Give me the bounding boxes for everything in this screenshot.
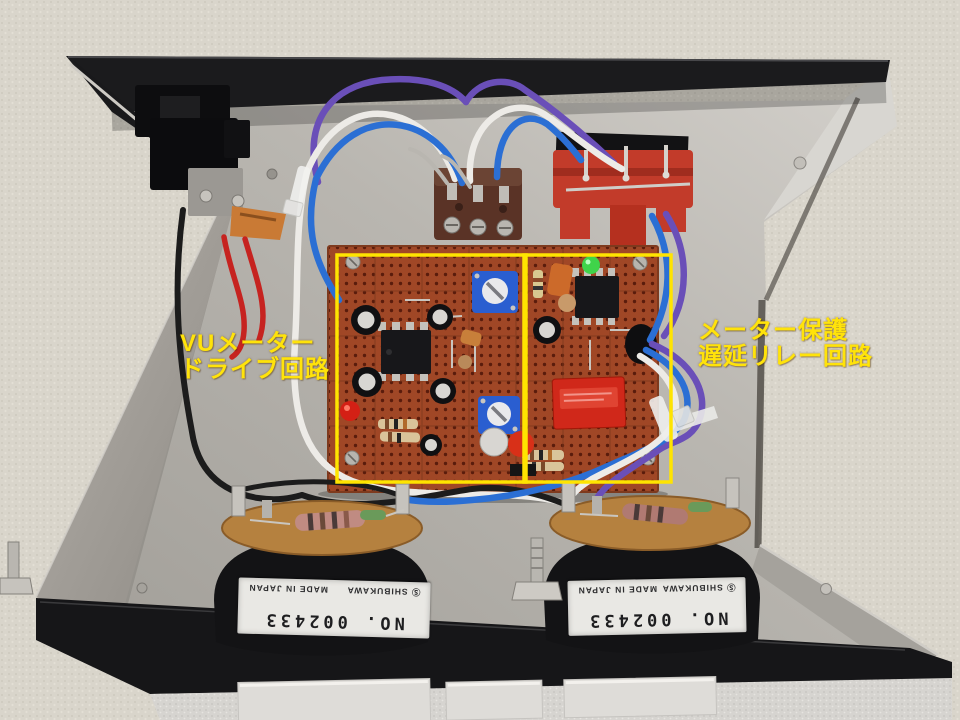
terminal-bolt: [231, 485, 246, 517]
meter-serial-number: NO. 002433: [262, 609, 406, 633]
blue-wire: [646, 212, 671, 344]
flange-screw: [136, 582, 148, 594]
ic-opamp-left: [378, 322, 431, 381]
lug: [592, 496, 602, 514]
meter-origin: MADE IN JAPAN: [248, 582, 329, 595]
purple-wire: [462, 78, 618, 167]
glass-diode: [360, 510, 386, 520]
relay-highlight-box: [522, 253, 673, 484]
meter-brand: Ⓢ SHIBUKAWA: [661, 582, 736, 594]
chassis-right-wall-edge: [754, 299, 766, 549]
red-wire: [221, 234, 247, 360]
front-edge-highlight: [39, 601, 906, 651]
red-capacitor: [508, 431, 534, 457]
terminal-bolt: [561, 481, 576, 513]
trimpot-upper: [472, 271, 518, 313]
blue-wire: [399, 346, 691, 506]
flange-edge-highlight: [759, 543, 939, 657]
grey-wire: [440, 154, 472, 189]
wiring: [174, 75, 706, 511]
annotation-line: メーター保護: [698, 317, 848, 344]
power-inlet: [135, 85, 286, 240]
rail-shadow: [111, 81, 887, 131]
cable-ties: [282, 165, 718, 442]
rail-highlight: [67, 56, 889, 62]
ic-timer-right: [572, 268, 619, 325]
black-wire: [174, 207, 305, 503]
left-meter-nameplate: NO. 002433 Ⓢ SHIBUKAWA MADE IN JAPAN: [237, 577, 431, 639]
chassis-right-flange-top: [764, 66, 897, 220]
chassis-bottom-right-flange: [752, 545, 938, 673]
glass-diode: [688, 502, 712, 512]
lug: [262, 500, 272, 518]
meter-brand: Ⓢ SHIBUKAWA: [346, 585, 421, 598]
electrolytic-capacitors: [351, 304, 561, 456]
right-meter-nameplate: NO. 002433 Ⓢ SHIBUKAWA MADE IN JAPAN: [567, 577, 747, 636]
terminal-strip: [434, 168, 522, 240]
chassis-left-flange: [36, 190, 236, 630]
film-cap: [547, 263, 573, 297]
vu-drive-highlight-box: [335, 253, 528, 484]
resistors-left: [378, 419, 421, 443]
black-wire: [231, 479, 407, 501]
terminal-bolt: [395, 483, 410, 515]
green-led: [582, 256, 600, 274]
floor-screw: [266, 168, 278, 180]
white-capacitor: [479, 427, 509, 457]
chassis-right-crease: [763, 96, 861, 302]
diode: [460, 329, 482, 347]
meter-origin: MADE IN JAPAN: [577, 583, 658, 596]
purple-wire: [589, 340, 706, 510]
chassis-top-rail: [66, 56, 890, 112]
purple-wire: [310, 75, 470, 186]
circuit-board: [327, 245, 659, 493]
meter-serial-number: NO. 002433: [585, 607, 729, 631]
white-wire: [466, 104, 626, 185]
annotation-vu-drive: VUメーター ドライブ回路: [180, 331, 330, 383]
annotation-relay-protect: メーター保護 遅延リレー回路: [698, 318, 873, 370]
blue-wire: [307, 121, 466, 304]
disc-cap: [558, 294, 576, 312]
flange-screw: [820, 583, 832, 595]
red-led: [340, 401, 360, 421]
meter-window-bezels: [237, 676, 718, 720]
terminal-bolt: [725, 477, 740, 509]
bead: [458, 355, 472, 369]
meter-resistor: [295, 510, 366, 531]
annotation-line: 遅延リレー回路: [698, 343, 873, 370]
meter-resistor: [622, 503, 688, 525]
mounting-bolts: [0, 537, 563, 601]
blue-wire: [493, 115, 585, 181]
trimpot-lower: [478, 396, 520, 434]
flange-screw: [793, 156, 807, 170]
grey-wire: [408, 147, 449, 185]
red-wire: [242, 236, 266, 343]
annotation-line: VUメーター: [180, 330, 316, 357]
annotation-line: ドライブ回路: [180, 356, 330, 383]
resistor-vertical: [533, 270, 543, 298]
meter-pcb: [549, 495, 751, 551]
relay-red-box: [551, 376, 627, 430]
left-flange-edge: [35, 189, 229, 598]
